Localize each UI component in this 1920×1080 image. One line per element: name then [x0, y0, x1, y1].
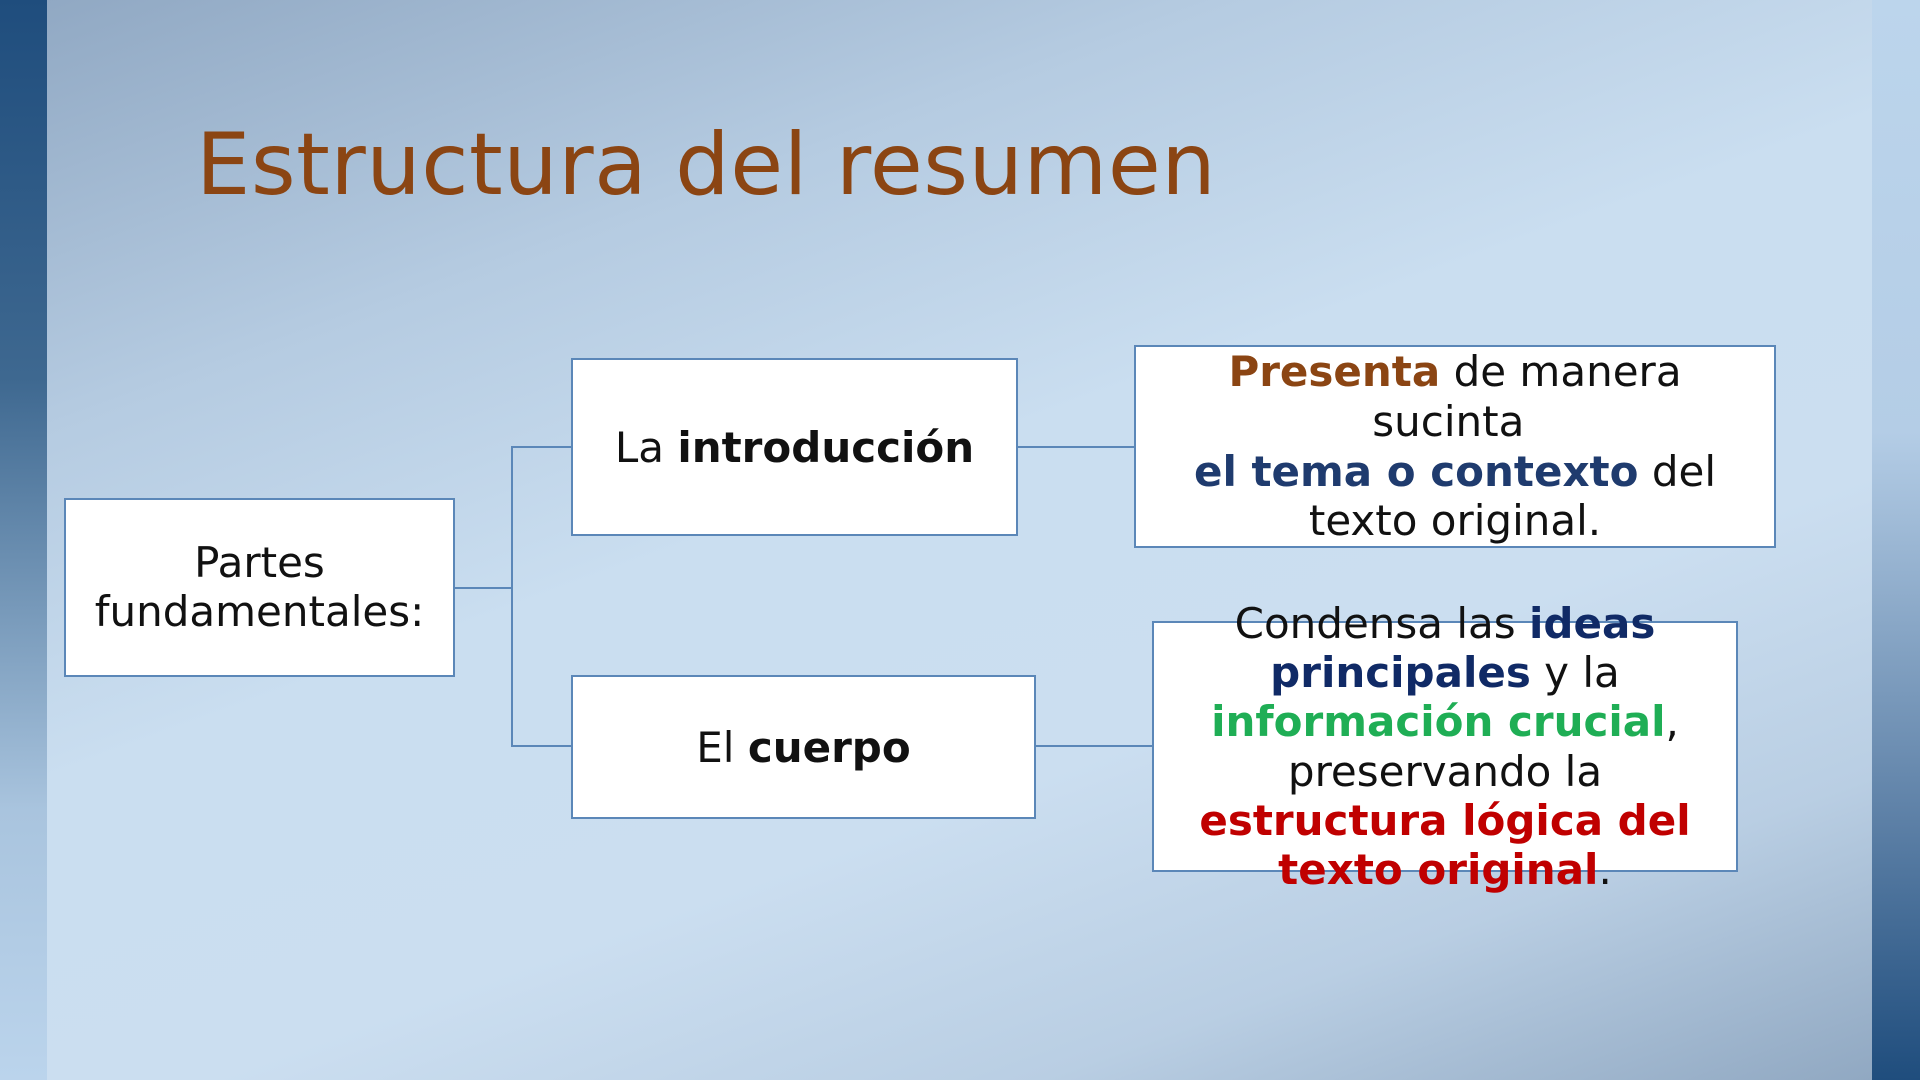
- node-cuerpo: El cuerpo: [571, 675, 1036, 819]
- description-cuerpo: Condensa las ideas principales y la info…: [1152, 599, 1738, 894]
- root-node-partes-fundamentales: Partes fundamentales:: [64, 498, 455, 677]
- right-accent-strip: [1872, 0, 1920, 1080]
- node-cuerpo-label: cuerpo: [747, 722, 911, 772]
- node-introduccion-prefix: La: [614, 422, 678, 472]
- desc-intro-presenta: Presenta: [1228, 347, 1441, 397]
- root-node-line1: Partes: [194, 538, 325, 588]
- desc-intro-tema-contexto: el tema o contexto: [1193, 446, 1639, 496]
- node-cuerpo-prefix: El: [696, 722, 748, 772]
- slide-title: Estructura del resumen: [196, 115, 1217, 215]
- connector-intro-to-description: [1018, 446, 1135, 448]
- connector-cuerpo-to-description: [1036, 745, 1153, 747]
- desc-intro-text1: de manera sucinta: [1372, 347, 1695, 446]
- desc-cuerpo-estructura-logica: estructura lógica del texto original: [1199, 795, 1691, 894]
- desc-cuerpo-ideas-principales: ideas principales: [1270, 599, 1656, 698]
- connector-root-to-trunk: [455, 587, 513, 589]
- description-introduccion: Presenta de manera sucinta el tema o con…: [1134, 345, 1776, 548]
- left-accent-strip: [0, 0, 47, 1080]
- connector-trunk-to-cuerpo: [511, 745, 572, 747]
- connector-trunk-vertical: [511, 446, 513, 747]
- desc-cuerpo-text2: y la: [1530, 648, 1634, 698]
- node-introduccion: La introducción: [571, 358, 1018, 536]
- desc-cuerpo-text1: Condensa las: [1234, 599, 1530, 649]
- desc-cuerpo-informacion-crucial: información crucial: [1211, 697, 1666, 747]
- root-node-line2: fundamentales:: [94, 586, 425, 636]
- connector-trunk-to-intro: [511, 446, 572, 448]
- desc-cuerpo-text4: .: [1598, 844, 1612, 894]
- node-introduccion-label: introducción: [677, 422, 975, 472]
- desc-intro-text2: del texto original.: [1308, 446, 1730, 546]
- desc-cuerpo-text3: , preservando la: [1287, 697, 1693, 796]
